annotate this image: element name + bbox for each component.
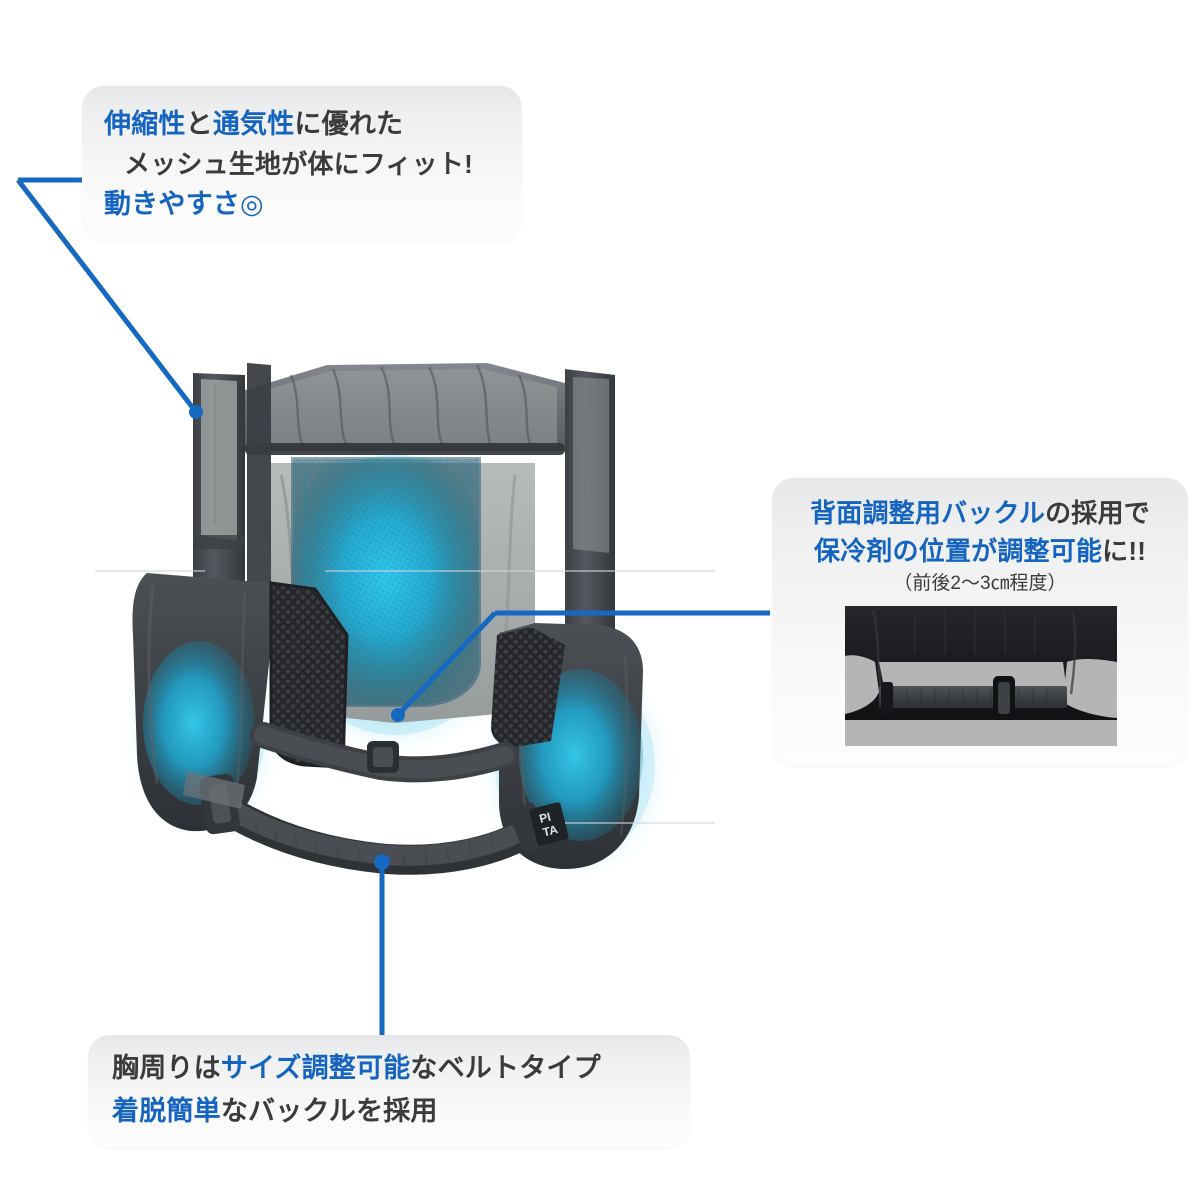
callout-belt-seg-3: なベルトタイプ (410, 1053, 601, 1083)
brand-tag: PI TA (529, 802, 569, 846)
callout-mesh-seg-2: と (185, 109, 213, 139)
callout-mesh-seg-4: に優れた (294, 109, 404, 139)
callout-buckle-text: 背面調整用バックルの採用で 保冷剤の位置が調整可能に!! （前後2〜3㎝程度） (772, 494, 1188, 598)
mesh-wrinkles (289, 364, 533, 448)
callout-chest-belt: 胸周りはサイズ調整可能なベルトタイプ 着脱簡単なバックルを採用 (88, 1035, 690, 1147)
callout-mesh-seg-3: 通気性 (212, 109, 295, 139)
callout-buckle-seg-2: の採用で (1045, 498, 1150, 528)
inset-strap-keeper (881, 682, 893, 714)
callout-buckle-subtext: （前後2〜3㎝程度） (893, 573, 1067, 594)
side-mesh-right (491, 627, 565, 747)
vest-illustration: PI TA (95, 363, 715, 875)
callout-belt-seg-4: 着脱簡単 (112, 1096, 221, 1126)
inset-illustration (845, 606, 1117, 746)
guide-hairlines (95, 570, 715, 824)
strap-reflective-right (573, 377, 609, 553)
belt-tab-left (183, 771, 245, 809)
callout-belt-seg-2: サイズ調整可能 (220, 1053, 411, 1083)
brand-tag-line1: PI (538, 810, 552, 826)
callout-mesh-seg-6: 動きやすさ◎ (104, 189, 264, 219)
callout-mesh-line-3: 動きやすさ◎ (104, 184, 522, 224)
callout-mesh-line-2: メッシュ生地が体にフィット! (104, 144, 522, 184)
callout-buckle-line-1: 背面調整用バックルの採用で (772, 494, 1188, 532)
callout-belt-line-1: 胸周りはサイズ調整可能なベルトタイプ (112, 1047, 690, 1090)
inner-strap (247, 363, 271, 635)
inset-buckle (993, 676, 1015, 720)
callout-mesh-seg-5: メッシュ生地が体にフィット! (124, 149, 473, 179)
callout-buckle-seg-1: 背面調整用バックル (810, 498, 1046, 528)
belt-webbing-texture (254, 820, 494, 868)
callout-buckle-seg-3: 保冷剤の位置が調整可能 (813, 536, 1103, 566)
callout-buckle-line-2: 保冷剤の位置が調整可能に!! (772, 532, 1188, 570)
callout-mesh-fit: 伸縮性と通気性に優れた メッシュ生地が体にフィット! 動きやすさ◎ (82, 86, 522, 241)
callout-belt-seg-5: なバックルを採用 (220, 1096, 438, 1126)
callout-belt-seg-1: 胸周りは (112, 1053, 221, 1083)
callout-belt-line-2: 着脱簡単なバックルを採用 (112, 1090, 690, 1133)
chest-adjust-buckle (367, 741, 399, 773)
strap-reflective-left (201, 379, 237, 541)
brand-tag-line2: TA (541, 822, 559, 839)
inset-adjust-strap (879, 686, 1067, 708)
callout-back-buckle: 背面調整用バックルの採用で 保冷剤の位置が調整可能に!! （前後2〜3㎝程度） (772, 478, 1188, 766)
callout-buckle-seg-4: に!! (1102, 536, 1147, 566)
callout-mesh-line-1: 伸縮性と通気性に優れた (104, 104, 522, 144)
side-mesh-left (271, 583, 347, 767)
cooling-pack-left (143, 641, 255, 805)
back-buckle-inset-photo (845, 606, 1117, 746)
callout-mesh-text: 伸縮性と通気性に優れた メッシュ生地が体にフィット! 動きやすさ◎ (82, 104, 522, 224)
callout-belt-text: 胸周りはサイズ調整可能なベルトタイプ 着脱簡単なバックルを採用 (88, 1047, 690, 1133)
inset-mesh-texture (914, 610, 1036, 654)
inset-floor (845, 720, 1117, 746)
callout-mesh-seg-1: 伸縮性 (104, 109, 186, 139)
cooling-vest-photo: PI TA (95, 335, 715, 895)
